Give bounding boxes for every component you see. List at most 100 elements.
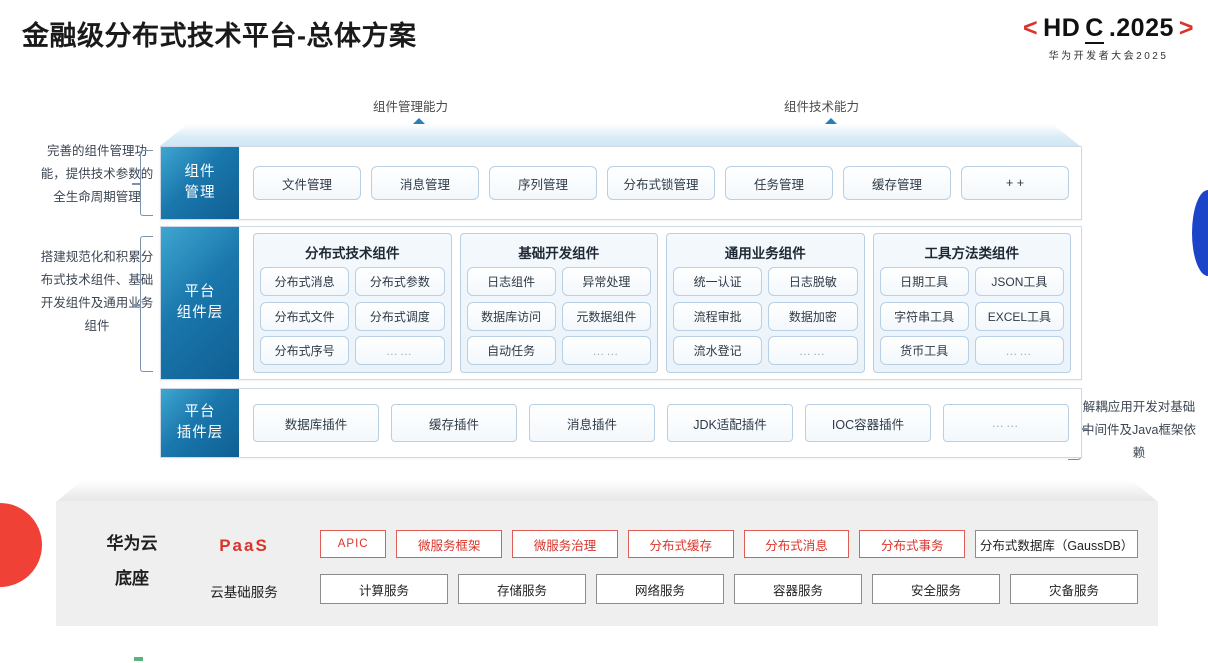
chip-metadata-component[interactable]: 元数据组件	[561, 301, 651, 331]
side-note-right: 解耦应用开发对基础中间件及Java框架依赖	[1082, 400, 1196, 461]
chip-transaction-register[interactable]: 流水登记	[673, 336, 763, 366]
hdc-underline	[1085, 42, 1104, 44]
layer-platform-components: 平台 组件层 分布式技术组件 分布式消息 分布式参数 分布式文件 分布式调度 分…	[160, 226, 1082, 380]
chip-database-plugin[interactable]: 数据库插件	[253, 404, 379, 442]
infra-label: 云基础服务	[210, 585, 278, 600]
chip-more-dots[interactable]: ……	[974, 336, 1064, 366]
side-note-left-top: 完善的组件管理功能，提供技术参数的全生命周期管理	[40, 144, 154, 205]
bchip-distributed-transaction[interactable]: 分布式事务	[859, 530, 966, 558]
component-group-tool-methods: 工具方法类组件 日期工具 JSON工具 字符串工具 EXCEL工具 货币工具 ……	[872, 233, 1071, 373]
component-group-basic-dev: 基础开发组件 日志组件 异常处理 数据库访问 元数据组件 自动任务 ……	[459, 233, 658, 373]
chip-file-management[interactable]: 文件管理	[253, 166, 361, 200]
chip-cache-plugin[interactable]: 缓存插件	[391, 404, 517, 442]
stack-top-surface	[160, 124, 1080, 146]
bchip-security-service[interactable]: 安全服务	[872, 574, 1000, 604]
chip-json-tool[interactable]: JSON工具	[974, 267, 1064, 296]
layer-platform-plugins: 平台 插件层 数据库插件 缓存插件 消息插件 JDK适配插件 IOC容器插件 ……	[160, 388, 1082, 458]
hdc-text-c-wrap: C	[1085, 14, 1104, 44]
chip-excel-tool[interactable]: EXCEL工具	[974, 301, 1064, 331]
chip-message-management[interactable]: 消息管理	[371, 166, 479, 200]
chip-distributed-lock-management[interactable]: 分布式锁管理	[607, 166, 715, 200]
chip-distributed-file[interactable]: 分布式文件	[260, 301, 350, 331]
chip-string-tool[interactable]: 字符串工具	[879, 301, 969, 331]
side-note-left-bottom: 搭建规范化和积累分布式技术组件、基础开发组件及通用业务组件	[40, 250, 154, 334]
group-chip-grid: 统一认证 日志脱敏 流程审批 数据加密 流水登记 ……	[673, 267, 858, 366]
group-chip-grid: 分布式消息 分布式参数 分布式文件 分布式调度 分布式序号 ……	[260, 267, 445, 366]
bchip-apic[interactable]: APIC	[320, 530, 387, 558]
chip-log-component[interactable]: 日志组件	[466, 267, 556, 296]
page-title: 金融级分布式技术平台-总体方案	[22, 21, 417, 51]
brace-left-bottom	[132, 236, 153, 372]
chip-log-masking[interactable]: 日志脱敏	[768, 267, 858, 296]
base-label-line1: 华为云	[106, 534, 158, 553]
layer-tab-line1: 组件	[184, 163, 216, 180]
bchip-disaster-recovery-service[interactable]: 灾备服务	[1010, 574, 1138, 604]
layer-tab-line1: 平台	[184, 403, 216, 420]
chip-cache-management[interactable]: 缓存管理	[843, 166, 951, 200]
hdc-text-post: .2025	[1108, 14, 1174, 42]
layer-component-management: 组件 管理 文件管理 消息管理 序列管理 分布式锁管理 任务管理 缓存管理 + …	[160, 146, 1082, 220]
bchip-distributed-message[interactable]: 分布式消息	[743, 530, 850, 558]
chip-data-encryption[interactable]: 数据加密	[768, 301, 858, 331]
bchip-network-service[interactable]: 网络服务	[596, 574, 724, 604]
infra-service-list: 计算服务 存储服务 网络服务 容器服务 安全服务 灾备服务	[320, 574, 1138, 604]
chip-distributed-param[interactable]: 分布式参数	[355, 267, 445, 296]
group-title: 工具方法类组件	[924, 246, 1020, 261]
blue-lens-decoration	[1192, 190, 1208, 276]
bchip-container-service[interactable]: 容器服务	[734, 574, 862, 604]
arrow-label-right: 组件技术能力	[784, 100, 860, 114]
chip-auto-task[interactable]: 自动任务	[466, 336, 556, 366]
chip-exception-handling[interactable]: 异常处理	[561, 267, 651, 296]
bchip-distributed-database-gaussdb[interactable]: 分布式数据库（GaussDB）	[975, 530, 1138, 558]
group-chip-grid: 日期工具 JSON工具 字符串工具 EXCEL工具 货币工具 ……	[879, 267, 1064, 366]
chip-distributed-message[interactable]: 分布式消息	[260, 267, 350, 296]
layer-tab-platform-components: 平台 组件层	[161, 227, 239, 379]
group-title: 通用业务组件	[724, 246, 806, 261]
bchip-storage-service[interactable]: 存储服务	[458, 574, 586, 604]
chip-more-dots[interactable]: ……	[355, 336, 445, 366]
base-label: 华为云 底座	[78, 527, 186, 597]
paas-label: PaaS	[219, 536, 269, 555]
bchip-microservice-framework[interactable]: 微服务框架	[396, 530, 503, 558]
chip-task-management[interactable]: 任务管理	[725, 166, 833, 200]
base-label-line2: 底座	[115, 568, 149, 588]
chip-add-more[interactable]: + +	[961, 166, 1069, 200]
base-top-surface	[56, 480, 1158, 502]
chip-jdk-adapter-plugin[interactable]: JDK适配插件	[667, 404, 793, 442]
component-group-distributed-tech: 分布式技术组件 分布式消息 分布式参数 分布式文件 分布式调度 分布式序号 ……	[253, 233, 452, 373]
chip-date-tool[interactable]: 日期工具	[879, 267, 969, 296]
chip-sequence-management[interactable]: 序列管理	[489, 166, 597, 200]
chip-distributed-schedule[interactable]: 分布式调度	[355, 301, 445, 331]
layer-tab-line1: 平台	[184, 283, 216, 300]
angle-bracket-right-icon: >	[1178, 14, 1194, 42]
layer-tab-line2: 组件层	[176, 305, 224, 321]
chip-message-plugin[interactable]: 消息插件	[529, 404, 655, 442]
layer-tab-platform-plugins: 平台 插件层	[161, 389, 239, 457]
layer-tab-line2: 插件层	[176, 425, 224, 441]
plugin-chip-list: 数据库插件 缓存插件 消息插件 JDK适配插件 IOC容器插件 ……	[253, 389, 1069, 457]
hdc-logo-subtitle: 华为开发者大会2025	[1048, 51, 1169, 62]
chip-more-dots[interactable]: ……	[768, 336, 858, 366]
chip-distributed-sequence[interactable]: 分布式序号	[260, 336, 350, 366]
arrow-label-left: 组件管理能力	[373, 100, 449, 114]
architecture-stack: 组件管理能力 组件技术能力 完善的组件管理功能，提供技术参数的全生命周期管理 搭…	[0, 96, 1208, 641]
chip-currency-tool[interactable]: 货币工具	[879, 336, 969, 366]
chip-ioc-container-plugin[interactable]: IOC容器插件	[805, 404, 931, 442]
component-group-list: 分布式技术组件 分布式消息 分布式参数 分布式文件 分布式调度 分布式序号 ………	[253, 233, 1071, 373]
chip-unified-auth[interactable]: 统一认证	[673, 267, 763, 296]
chip-process-approval[interactable]: 流程审批	[673, 301, 763, 331]
bchip-distributed-cache[interactable]: 分布式缓存	[627, 530, 734, 558]
chip-more-dots[interactable]: ……	[561, 336, 651, 366]
brace-left-top	[132, 150, 153, 216]
chip-more-dots[interactable]: ……	[943, 404, 1069, 442]
chip-database-access[interactable]: 数据库访问	[466, 301, 556, 331]
angle-bracket-left-icon: <	[1023, 14, 1039, 42]
bchip-compute-service[interactable]: 计算服务	[320, 574, 448, 604]
hdc-text-pre: HD	[1043, 14, 1081, 42]
bchip-microservice-governance[interactable]: 微服务治理	[512, 530, 618, 558]
paas-service-list: APIC 微服务框架 微服务治理 分布式缓存 分布式消息 分布式事务 分布式数据…	[320, 530, 1138, 558]
component-group-general-business: 通用业务组件 统一认证 日志脱敏 流程审批 数据加密 流水登记 ……	[666, 233, 865, 373]
